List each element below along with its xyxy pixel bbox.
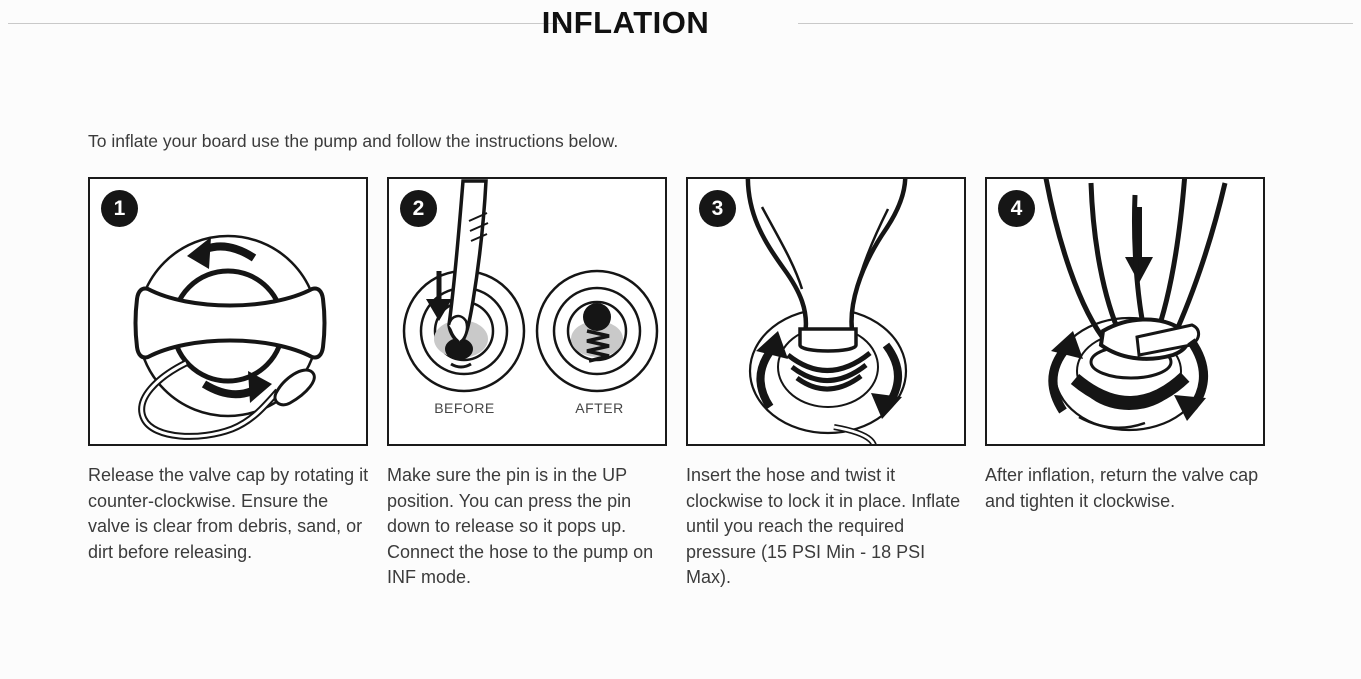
- valve-after: [535, 269, 659, 393]
- insert-hose-twist-clockwise-illustration: [745, 179, 908, 444]
- valve-cord: [833, 424, 877, 444]
- page-title: INFLATION: [541, 5, 710, 40]
- down-arrow-icon: [426, 271, 452, 321]
- pin-up: [583, 303, 611, 331]
- step-1: 1: [88, 177, 368, 591]
- before-label: BEFORE: [434, 400, 495, 416]
- down-arrow-icon: [1125, 207, 1153, 283]
- steps-row: 1: [88, 177, 1265, 591]
- leash-cord: [138, 359, 316, 440]
- step-1-caption: Release the valve cap by rotating it cou…: [88, 465, 369, 562]
- step-3-panel: 3: [686, 177, 966, 446]
- title-row: INFLATION: [0, 2, 1361, 44]
- step-1-panel: 1: [88, 177, 368, 446]
- valve-before: [402, 269, 526, 393]
- step-3: 3: [686, 177, 966, 591]
- pump-hose: [745, 179, 908, 392]
- fingernail: [447, 314, 469, 344]
- hose-nozzle: [798, 327, 858, 353]
- after-label: AFTER: [575, 400, 624, 416]
- step-4-caption: After inflation, return the valve cap an…: [985, 465, 1259, 511]
- press-pin-before-after-illustration: [402, 179, 659, 393]
- step-2: 2: [387, 177, 667, 591]
- step-2-caption: Make sure the pin is in the UP position.…: [387, 465, 654, 588]
- finger-motion-lines: [468, 212, 489, 242]
- step-2-panel: 2: [387, 177, 667, 446]
- step-2-number-badge: 2: [400, 190, 437, 227]
- step-3-number-badge: 3: [699, 190, 736, 227]
- return-valve-cap-tighten-illustration: [1043, 179, 1228, 432]
- step-4: 4: [985, 177, 1265, 591]
- pin-spring: [586, 329, 610, 363]
- valve-cap-handle: [133, 286, 327, 360]
- pressing-finger: [447, 179, 489, 346]
- clockwise-twist-arrows: [1048, 331, 1208, 421]
- title-rule-right: [798, 22, 1354, 24]
- intro-text: To inflate your board use the pump and f…: [88, 131, 619, 151]
- valve-cap-counter-clockwise-illustration: [133, 234, 327, 440]
- step-4-number-badge: 4: [998, 190, 1035, 227]
- counter-clockwise-arrow-icon: [187, 237, 272, 403]
- tightening-hand: [1043, 179, 1228, 361]
- step-4-panel: 4: [985, 177, 1265, 446]
- step-1-number-badge: 1: [101, 190, 138, 227]
- step-3-caption: Insert the hose and twist it clockwise t…: [686, 465, 961, 588]
- valve-cord: [1078, 415, 1146, 429]
- cap-shadow-band: [1070, 372, 1190, 409]
- title-rule-left: [8, 22, 563, 24]
- clockwise-twist-arrows: [756, 331, 902, 419]
- pin-down: [445, 338, 473, 360]
